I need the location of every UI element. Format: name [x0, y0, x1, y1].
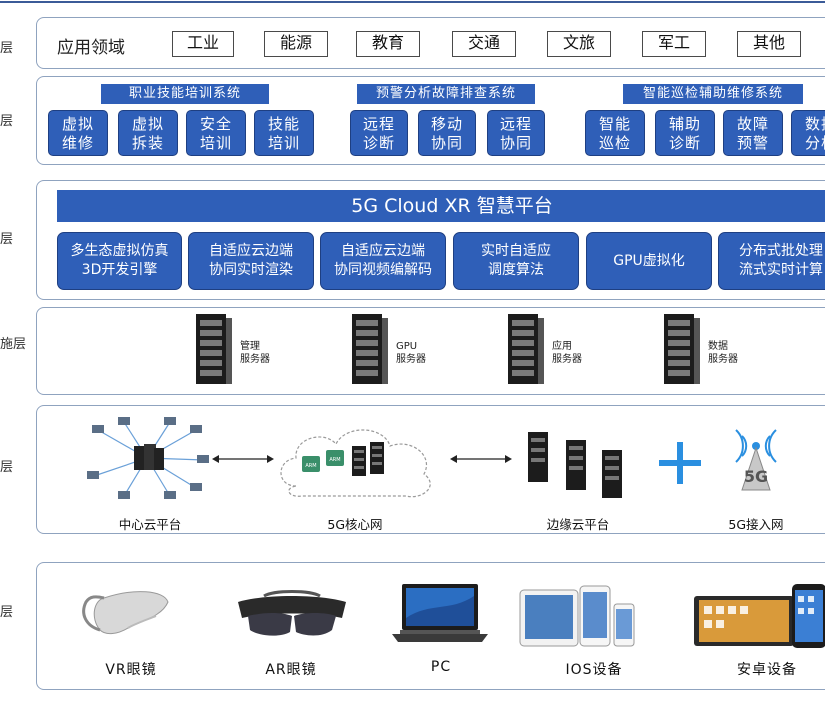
edge-cloud-servers-icon [528, 432, 622, 498]
system-button-fault-warning: 故障 预警 [723, 110, 783, 156]
plus-icon [659, 442, 701, 484]
android-devices-icon [694, 584, 825, 648]
server-label-data: 数据 服务器 [708, 341, 738, 365]
feature-3d-engine: 多生态虚拟仿真 3D开发引擎 [57, 232, 182, 290]
system-button-virtual-disassembly: 虚拟 拆装 [118, 110, 178, 156]
device-label-android: 安卓设备 [737, 662, 797, 678]
infrastructure-panel [36, 307, 825, 395]
device-label-vr: VR眼镜 [105, 662, 157, 678]
server-rack-icon [508, 314, 544, 384]
feature-scheduling: 实时自适应 调度算法 [453, 232, 579, 290]
double-arrow-icon [450, 455, 512, 463]
chip-label: ARM [329, 457, 340, 463]
system-button-virtual-repair: 虚拟 维修 [48, 110, 108, 156]
system-button-safety-training: 安全 培训 [186, 110, 246, 156]
server-label-management: 管理 服务器 [240, 341, 270, 365]
server-label-application: 应用 服务器 [552, 341, 582, 365]
system-button-remote-collab: 远程 协同 [487, 110, 545, 156]
chip-label: ARM [305, 463, 316, 469]
system-button-skill-training: 技能 培训 [254, 110, 314, 156]
central-cloud-network-icon [87, 417, 209, 499]
device-label-pc: PC [430, 659, 452, 675]
device-label-ar: AR眼镜 [265, 662, 317, 678]
system-button-data-analysis: 数据 分析 [791, 110, 825, 156]
feature-gpu-virtualization: GPU虚拟化 [586, 232, 712, 290]
system-title-inspection: 智能巡检辅助维修系统 [623, 84, 803, 104]
5g-text: 5G [744, 467, 768, 486]
system-button-remote-diagnosis: 远程 诊断 [350, 110, 408, 156]
vr-headset-icon [82, 591, 169, 635]
ios-devices-icon [519, 585, 635, 647]
system-button-assisted-diagnosis: 辅助 诊断 [655, 110, 715, 156]
feature-distributed-compute: 分布式批处理 流式实时计算 [718, 232, 825, 290]
server-rack-icon [352, 314, 388, 384]
server-label-gpu: GPU 服务器 [396, 341, 426, 365]
side-label-4: 施层 [0, 337, 27, 352]
feature-realtime-render: 自适应云边端 协同实时渲染 [188, 232, 314, 290]
domain-tag-tourism: 文旅 [547, 31, 611, 57]
application-domain-title: 应用领域 [57, 38, 125, 58]
server-rack-icon [196, 314, 232, 384]
top-rule [0, 1, 825, 3]
side-label-3: 层 [0, 232, 14, 247]
core-network-cloud-icon: ARM ARM [280, 429, 431, 498]
system-button-mobile-collab: 移动 协同 [418, 110, 476, 156]
side-label-2: 层 [0, 114, 14, 129]
network-label-5g-core: 5G核心网 [327, 517, 383, 532]
application-domain-panel [36, 17, 825, 69]
feature-video-codec: 自适应云边端 协同视频编解码 [320, 232, 446, 290]
double-arrow-icon [212, 455, 274, 463]
domain-tag-transport: 交通 [452, 31, 516, 57]
domain-tag-education: 教育 [356, 31, 420, 57]
side-label-1: 层 [0, 41, 14, 56]
network-label-5g-access: 5G接入网 [728, 517, 784, 532]
platform-title: 5G Cloud XR 智慧平台 [57, 190, 825, 222]
network-label-central-cloud: 中心云平台 [118, 517, 182, 532]
device-label-ios: IOS设备 [565, 662, 623, 678]
5g-tower-icon: 5G [735, 429, 777, 491]
domain-tag-energy: 能源 [264, 31, 328, 57]
laptop-icon [392, 584, 488, 642]
side-label-6: 层 [0, 605, 14, 620]
system-title-warning: 预警分析故障排查系统 [357, 84, 535, 104]
network-label-edge-cloud: 边缘云平台 [546, 517, 610, 532]
server-rack-icon [664, 314, 700, 384]
domain-tag-other: 其他 [737, 31, 801, 57]
side-label-5: 层 [0, 460, 14, 475]
system-button-smart-inspection: 智能 巡检 [585, 110, 645, 156]
domain-tag-military: 军工 [642, 31, 706, 57]
ar-glasses-icon [238, 590, 346, 636]
domain-tag-industry: 工业 [172, 31, 234, 57]
system-title-training: 职业技能培训系统 [101, 84, 269, 104]
